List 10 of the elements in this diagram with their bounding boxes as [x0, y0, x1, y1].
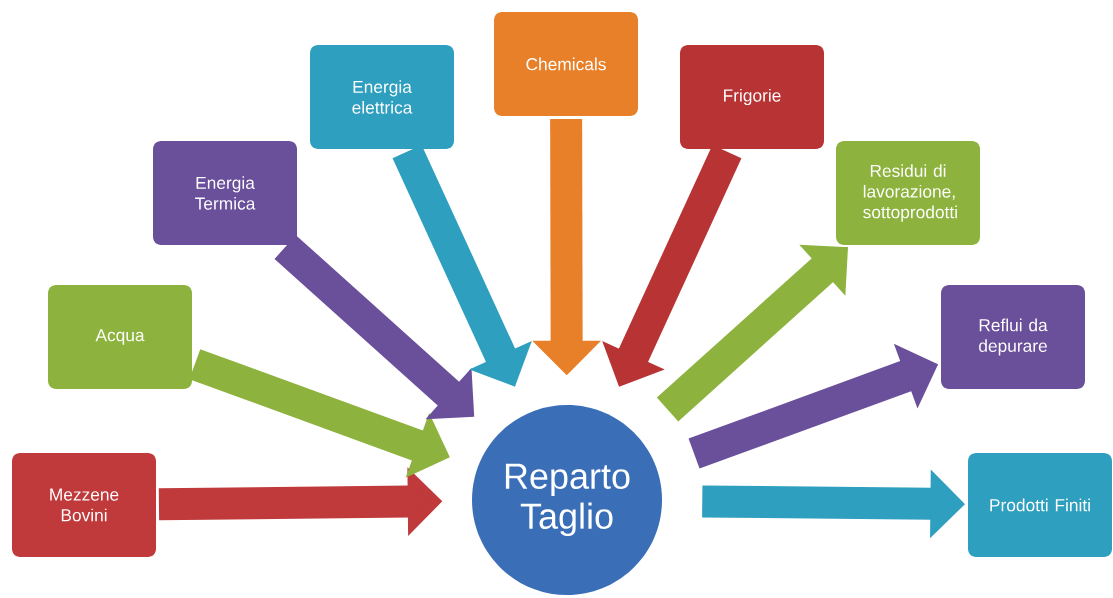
process-box: Prodotti Finiti	[968, 453, 1112, 557]
process-box: Acqua	[48, 285, 192, 389]
process-box: Energia Termica	[153, 141, 297, 245]
process-box: Frigorie	[680, 45, 824, 149]
process-box: Reflui da depurare	[941, 285, 1085, 389]
process-box: Chemicals	[494, 12, 638, 116]
circle-node: Reparto Taglio	[472, 405, 662, 595]
process-box: Residui di lavorazione, sottoprodotti	[836, 141, 980, 245]
process-box: Energia elettrica	[310, 45, 454, 149]
process-box: Mezzene Bovini	[12, 453, 156, 557]
